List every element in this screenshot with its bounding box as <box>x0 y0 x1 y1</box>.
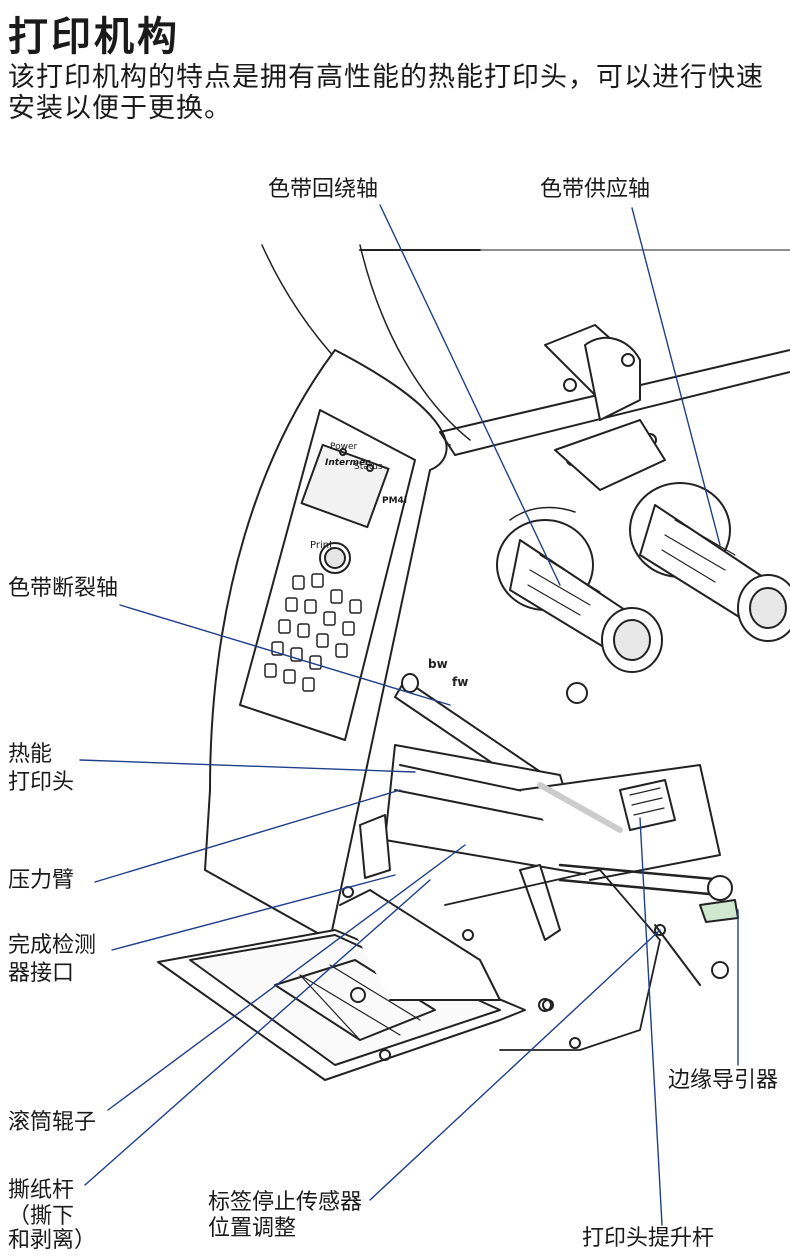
label-printhead-lift-lever: 打印头提升杆 <box>582 1226 715 1251</box>
label-ribbon-break-shaft: 色带断裂轴 <box>8 576 119 601</box>
lift-lever-linkage <box>558 863 739 986</box>
leader-lines <box>79 204 739 1226</box>
top-crossbar <box>439 324 790 491</box>
label-edge-guide: 边缘导引器 <box>668 1068 779 1093</box>
panel-brand-logo: Intermec <box>325 458 371 468</box>
page-title: 打印机构 <box>8 14 180 60</box>
label-ribbon-rewind-spindle: 色带回绕轴 <box>268 177 379 202</box>
ribbon-rewind-spindle <box>496 506 663 673</box>
label-tear-bar-line3: 和剥离） <box>8 1228 97 1253</box>
ribbon-supply-spindle <box>629 482 790 642</box>
label-detector-line1: 完成检测 <box>8 933 97 958</box>
label-detector-line2: 器接口 <box>8 961 75 986</box>
label-tear-bar-line2: （撕下 <box>8 1204 75 1229</box>
panel-print-label: Print <box>310 540 334 551</box>
panel-status-b: Status <box>354 462 383 472</box>
panel-status-a: Power <box>330 442 358 452</box>
label-platen-roller: 滚筒辊子 <box>8 1110 97 1135</box>
label-printhead-line1: 热能 <box>8 742 53 767</box>
label-pressure-arm: 压力臂 <box>8 868 75 893</box>
label-sensor-line1: 标签停止传感器 <box>208 1190 363 1215</box>
keypad <box>264 573 362 692</box>
intro-text: 该打印机构的特点是拥有高性能的热能打印头，可以进行快速安装以便于更换。 <box>8 62 764 124</box>
label-printhead-line2: 打印头 <box>8 770 75 795</box>
bw-label: bw <box>428 657 448 671</box>
printhead-assembly <box>384 682 721 941</box>
label-ribbon-supply-spindle: 色带供应轴 <box>540 177 651 202</box>
label-tear-bar-line1: 撕纸杆 <box>8 1178 75 1203</box>
front-panel <box>204 349 448 941</box>
label-sensor-line2: 位置调整 <box>208 1216 297 1241</box>
panel-model-label: PM4i <box>382 496 407 506</box>
fw-label: fw <box>452 675 468 689</box>
